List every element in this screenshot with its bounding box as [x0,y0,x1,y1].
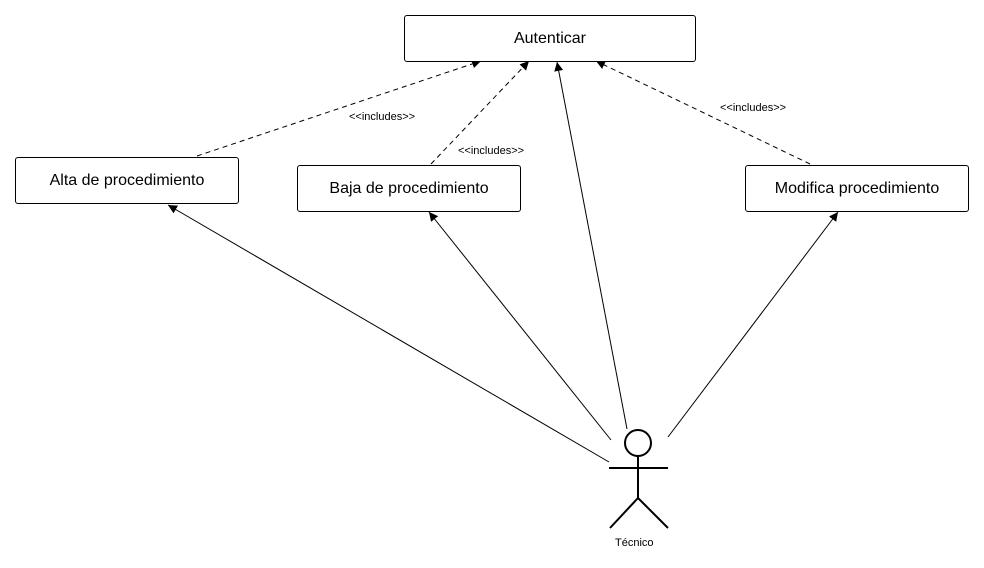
use-case-baja-label: Baja de procedimiento [329,179,489,197]
include-label-modifica: <<includes>> [720,102,787,114]
association-line-alta [167,204,610,463]
association-line-modifica [667,211,839,438]
use-case-autenticar[interactable]: Autenticar [404,15,696,62]
actor-name: Técnico [615,537,654,549]
association-line-baja [428,211,612,441]
include-line-alta [196,59,482,157]
include-line-baja [430,60,530,165]
include-line-modifica [595,60,811,165]
include-label-baja: <<includes>> [458,145,525,157]
use-case-baja[interactable]: Baja de procedimiento [297,165,521,212]
include-label-alta: <<includes>> [349,111,416,123]
use-case-modifica[interactable]: Modifica procedimiento [745,165,969,212]
use-case-autenticar-label: Autenticar [513,29,587,47]
use-case-alta[interactable]: Alta de procedimiento [15,157,239,204]
use-case-alta-label: Alta de procedimiento [49,171,205,189]
association-line-autenticar [554,61,628,430]
use-case-modifica-label: Modifica procedimiento [774,179,940,197]
actor-stick-figure-icon [609,429,669,529]
